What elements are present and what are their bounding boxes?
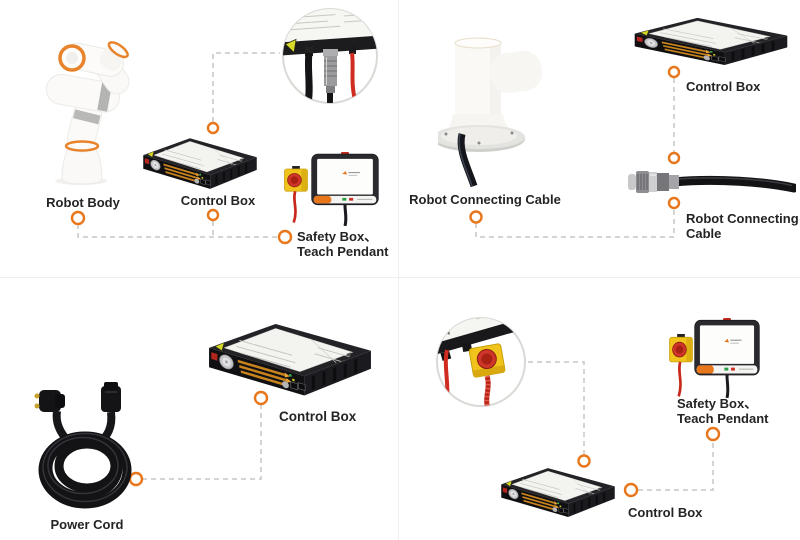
connector-dot [469, 210, 483, 224]
connector-dot [253, 390, 269, 406]
connector-dot [206, 121, 220, 135]
dashed-line [475, 209, 675, 238]
connector-dot [667, 65, 681, 79]
connector-dot [70, 210, 86, 226]
vertical-divider [398, 0, 399, 540]
connector-dot [128, 471, 144, 487]
connector-dot [577, 454, 591, 468]
dashed-line [77, 224, 277, 238]
dashed-line [143, 404, 262, 480]
connector-dot [667, 151, 681, 165]
horizontal-divider [0, 277, 800, 278]
connector-dot [667, 196, 681, 210]
dashed-line [212, 52, 280, 122]
connector-dot [277, 229, 293, 245]
connector-dot [623, 482, 639, 498]
dashed-line [528, 361, 585, 454]
connector-dot [206, 208, 220, 222]
connector-dot [705, 426, 721, 442]
dashed-line [638, 441, 714, 491]
